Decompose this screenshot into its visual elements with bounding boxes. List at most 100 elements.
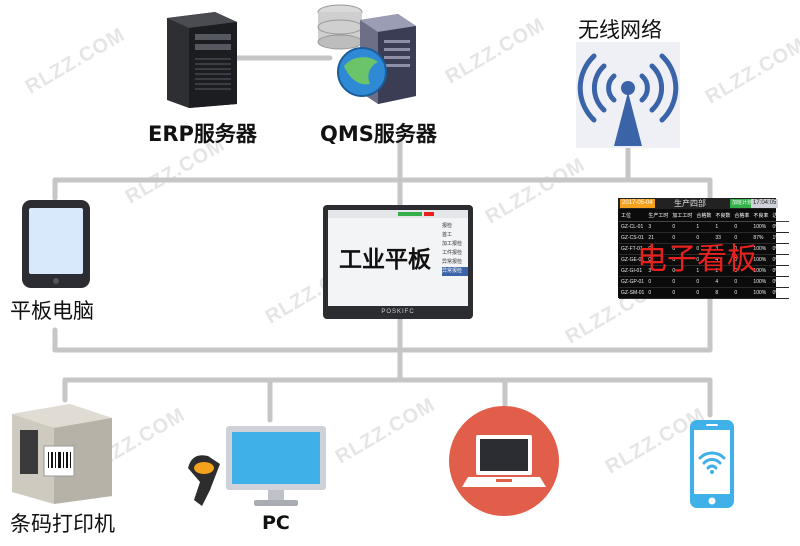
e-board-header: 2017-05-04 生产四部 加班计划 17:04:05 <box>618 198 779 209</box>
status-chip <box>398 212 422 216</box>
e-board-cell: 1 <box>713 221 733 233</box>
e-board-column-header: 不良数 <box>713 211 733 222</box>
wifi-antenna-icon <box>576 42 680 148</box>
e-board-title: 生产四部 <box>674 199 706 208</box>
erp-server-label: ERP服务器 <box>148 122 257 146</box>
sidebar-item: 报检 <box>442 223 453 229</box>
e-board-cell: 0 <box>646 287 671 299</box>
e-board-cell: 8 <box>713 287 733 299</box>
e-board-cell: 0 <box>670 265 695 277</box>
e-board-cell: 0 <box>670 276 695 288</box>
industrial-tablet-screen: 报检 首工 加工报检 工件报检 异常报检 异常报检 工业平板 <box>328 210 468 306</box>
e-board-cell: GZ-GE-01 <box>619 254 647 266</box>
e-board-cell: 0 <box>670 232 695 244</box>
e-board-cell: 0% <box>770 254 790 266</box>
e-board-cell: 0 <box>670 254 695 266</box>
e-board-cell: GZ-GP-01 <box>619 276 647 288</box>
e-board-cell: 0 <box>732 287 752 299</box>
e-board-cell: 0% <box>770 287 790 299</box>
e-board-cell: 100% <box>751 287 771 299</box>
e-board-cell: GZ-GI-01 <box>619 265 647 277</box>
tablet-brand: POSKIFC <box>381 309 415 315</box>
e-board-cell: 4 <box>713 254 733 266</box>
status-chip <box>424 212 434 216</box>
e-board-column-header: 达成率 <box>770 211 790 222</box>
e-board-cell: 87% <box>751 232 771 244</box>
mobile-node <box>688 418 736 510</box>
server-tower-icon <box>167 12 237 108</box>
e-board-cell: 4 <box>713 276 733 288</box>
industrial-tablet-label: 工业平板 <box>339 247 431 273</box>
wireless-node <box>576 42 680 148</box>
e-board-cell: GZ-CS-01 <box>619 232 647 244</box>
e-board-column-header: 合格数 <box>694 211 714 222</box>
e-board-cell: 33 <box>713 232 733 244</box>
label-printer-node <box>8 400 114 504</box>
e-board-cell: 0 <box>670 287 695 299</box>
e-board-cell: 0 <box>670 221 695 233</box>
e-board-cell: 0% <box>770 265 790 277</box>
e-board-cell: 0 <box>694 287 714 299</box>
pc-monitor-icon <box>188 426 326 506</box>
database-server-icon <box>317 4 416 104</box>
sidebar-item: 异常报检 <box>442 259 463 265</box>
qms-server-node <box>310 0 420 110</box>
e-board-cell: 3 <box>646 221 671 233</box>
industrial-tablet-node: 报检 首工 加工报检 工件报检 异常报检 异常报检 工业平板 POSKIFC <box>323 205 473 319</box>
e-board-column-header: 工位 <box>619 211 647 222</box>
e-board-column-header: 不良率 <box>751 211 771 222</box>
e-board-cell: GZ-CL-01 <box>619 221 647 233</box>
e-board-label: 电子看板 <box>637 242 757 277</box>
sidebar-item: 工件报检 <box>442 250 463 256</box>
e-board-cell: 0% <box>770 221 790 233</box>
e-board-cell: 0 <box>732 254 752 266</box>
qms-server-label: QMS服务器 <box>320 122 437 146</box>
e-board-cell: 0 <box>732 232 752 244</box>
laptop-icon <box>449 406 559 516</box>
e-board-cell: GZ-SM-01 <box>619 287 647 299</box>
e-board-cell: 0 <box>732 221 752 233</box>
tablet-node <box>20 198 92 290</box>
e-board-cell: 0 <box>694 254 714 266</box>
sidebar-item: 首工 <box>442 232 453 238</box>
e-board-cell: GZ-FT-01 <box>619 243 647 255</box>
e-board-cell: 3 <box>713 243 733 255</box>
laptop-node <box>448 405 560 517</box>
wifi-icon <box>698 451 726 470</box>
e-board-cell: 0 <box>646 276 671 288</box>
e-board-cell: 1 <box>713 265 733 277</box>
label-printer-label: 条码打印机 <box>10 512 115 536</box>
e-board-tag: 加班计划 <box>730 199 755 208</box>
e-board-cell: 0 <box>694 276 714 288</box>
e-board-cell: 100% <box>751 221 771 233</box>
e-board-cell: 100% <box>751 276 771 288</box>
tablet-icon <box>22 200 90 288</box>
e-board-cell: 100% <box>751 254 771 266</box>
e-board-cell: 0 <box>732 243 752 255</box>
sidebar-item: 异常报检 <box>442 267 468 276</box>
screen-toolbar <box>328 210 468 218</box>
pc-node <box>180 420 330 515</box>
e-board-cell: 100% <box>751 243 771 255</box>
tablet-label: 平板电脑 <box>10 299 94 323</box>
sidebar-item: 加工报检 <box>442 241 463 247</box>
e-board-cell: 21 <box>646 232 671 244</box>
e-board-cell: 1% <box>770 232 790 244</box>
e-board-column-header: 加工工时 <box>670 211 695 222</box>
e-board-header-row: 工位生产工时加工工时合格数不良数合格率不良率达成率 <box>619 211 790 222</box>
e-board-cell: 0 <box>670 243 695 255</box>
e-board-column-header: 合格率 <box>732 211 752 222</box>
e-board-cell: 0 <box>646 254 671 266</box>
barcode-printer-icon <box>12 404 112 504</box>
e-board-cell: 3 <box>646 265 671 277</box>
